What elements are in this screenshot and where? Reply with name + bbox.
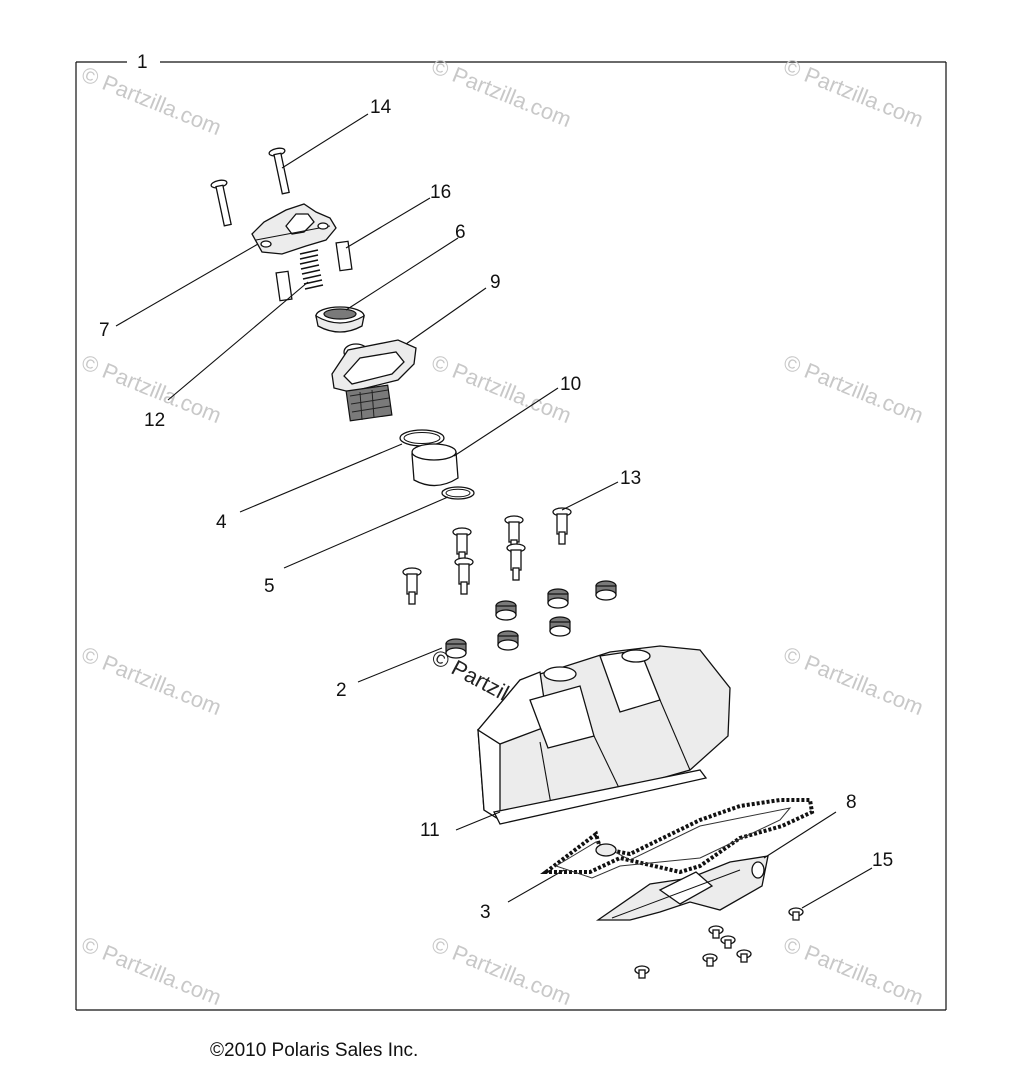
callout-4: 4 (216, 512, 227, 533)
watermark: © Partzilla.com (428, 349, 575, 428)
callout-11: 11 (420, 820, 440, 841)
callout-6: 6 (455, 222, 466, 243)
watermark: © Partzilla.com (78, 641, 225, 720)
part-15-screws (634, 907, 804, 979)
part-11-head-cover (477, 645, 731, 825)
part-16-dowel-pins (275, 240, 353, 302)
callout-5: 5 (264, 576, 275, 597)
watermark: © Partzilla.com (78, 931, 225, 1010)
leader-lines (115, 113, 873, 909)
callout-8: 8 (846, 792, 857, 813)
callout-16: 16 (430, 182, 451, 203)
part-3-gasket (540, 798, 815, 879)
callout-9: 9 (490, 272, 501, 293)
watermark: © Partzilla.com (780, 931, 927, 1010)
watermark: © Partzilla.com (780, 53, 927, 132)
assembly-label: 1 (137, 52, 148, 73)
watermark: © Partzilla.com (780, 349, 927, 428)
callout-15: 15 (872, 850, 893, 871)
callout-13: 13 (620, 468, 641, 489)
part-8-baffle (595, 855, 769, 921)
callout-14: 14 (370, 97, 392, 118)
watermarks: © Partzilla.com © Partzilla.com © Partzi… (78, 53, 927, 1010)
callout-labels: 14 16 6 9 7 12 10 13 4 5 2 11 8 15 3 (99, 97, 893, 923)
part-13-shoulder-bolts (402, 507, 572, 605)
callout-2: 2 (336, 680, 347, 701)
watermark: © Partzilla.com (78, 61, 225, 140)
diagram-frame (75, 61, 947, 1011)
part-14-bolts (210, 147, 290, 227)
part-7-housing-cover (251, 203, 337, 255)
part-9-thermostat (331, 339, 417, 422)
part-10-sleeve (411, 443, 459, 487)
watermark: © Partzilla.com (780, 641, 927, 720)
watermark: © Partzilla.com (428, 53, 575, 132)
part-12-spring (299, 249, 324, 290)
callout-10: 10 (560, 374, 581, 395)
watermark: © Partzilla.com (428, 931, 575, 1010)
callout-3: 3 (480, 902, 491, 923)
copyright-notice: ©2010 Polaris Sales Inc. (210, 1040, 419, 1061)
part-5-o-ring (441, 486, 475, 500)
callout-12: 12 (144, 410, 165, 431)
part-2-grommets (445, 580, 617, 659)
part-6-seal (315, 306, 365, 333)
callout-7: 7 (99, 320, 110, 341)
